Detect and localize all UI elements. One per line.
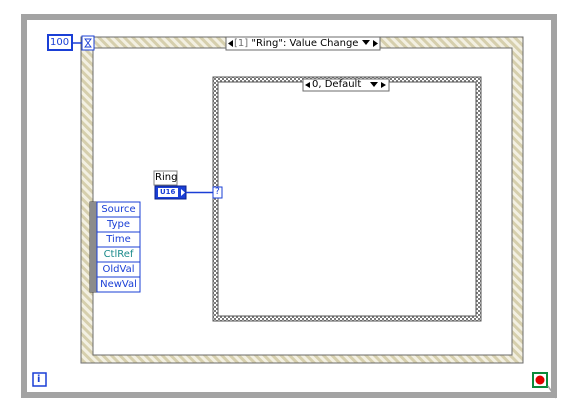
timeout-value[interactable]: 100 xyxy=(50,37,70,48)
event-data-item-oldval[interactable]: OldVal xyxy=(102,264,135,275)
case-selector-terminal[interactable] xyxy=(212,186,223,199)
triangle-right-icon[interactable] xyxy=(373,40,378,47)
event-case-name: "Ring": Value Change xyxy=(251,38,359,49)
event-case-index: [1] xyxy=(234,38,249,49)
event-case-selector[interactable] xyxy=(225,36,381,51)
case-selector-glyph: ? xyxy=(215,187,220,197)
iteration-glyph: i xyxy=(37,374,41,385)
triangle-left-icon[interactable] xyxy=(305,82,310,88)
event-case-label[interactable]: [1] "Ring": Value Change xyxy=(234,38,360,50)
case-structure[interactable] xyxy=(212,76,482,322)
event-data-list: Source Type Time CtlRef OldVal NewVal xyxy=(97,202,140,292)
case-selector[interactable] xyxy=(302,78,390,92)
triangle-left-icon[interactable] xyxy=(228,40,233,47)
triangle-down-icon[interactable] xyxy=(362,40,370,45)
while-loop[interactable] xyxy=(21,14,557,399)
ring-label-box xyxy=(153,170,178,186)
event-data-node[interactable] xyxy=(89,201,141,293)
hourglass-icon[interactable] xyxy=(81,35,95,51)
triangle-down-icon[interactable] xyxy=(370,82,378,87)
case-name[interactable]: 0, Default xyxy=(312,79,362,90)
event-data-item-type[interactable]: Type xyxy=(107,219,130,230)
timeout-constant-box[interactable] xyxy=(47,34,73,51)
triangle-right-icon[interactable] xyxy=(381,82,386,88)
iteration-terminal-icon[interactable] xyxy=(32,372,47,387)
event-data-item-newval[interactable]: NewVal xyxy=(100,279,137,290)
event-data-item-source[interactable]: Source xyxy=(101,204,136,215)
ring-datatype: U16 xyxy=(160,188,176,196)
ring-label: Ring xyxy=(155,172,178,183)
event-data-item-time[interactable]: Time xyxy=(106,234,131,245)
event-data-item-ctlref[interactable]: CtlRef xyxy=(103,249,134,260)
stop-terminal-icon[interactable] xyxy=(532,372,557,399)
